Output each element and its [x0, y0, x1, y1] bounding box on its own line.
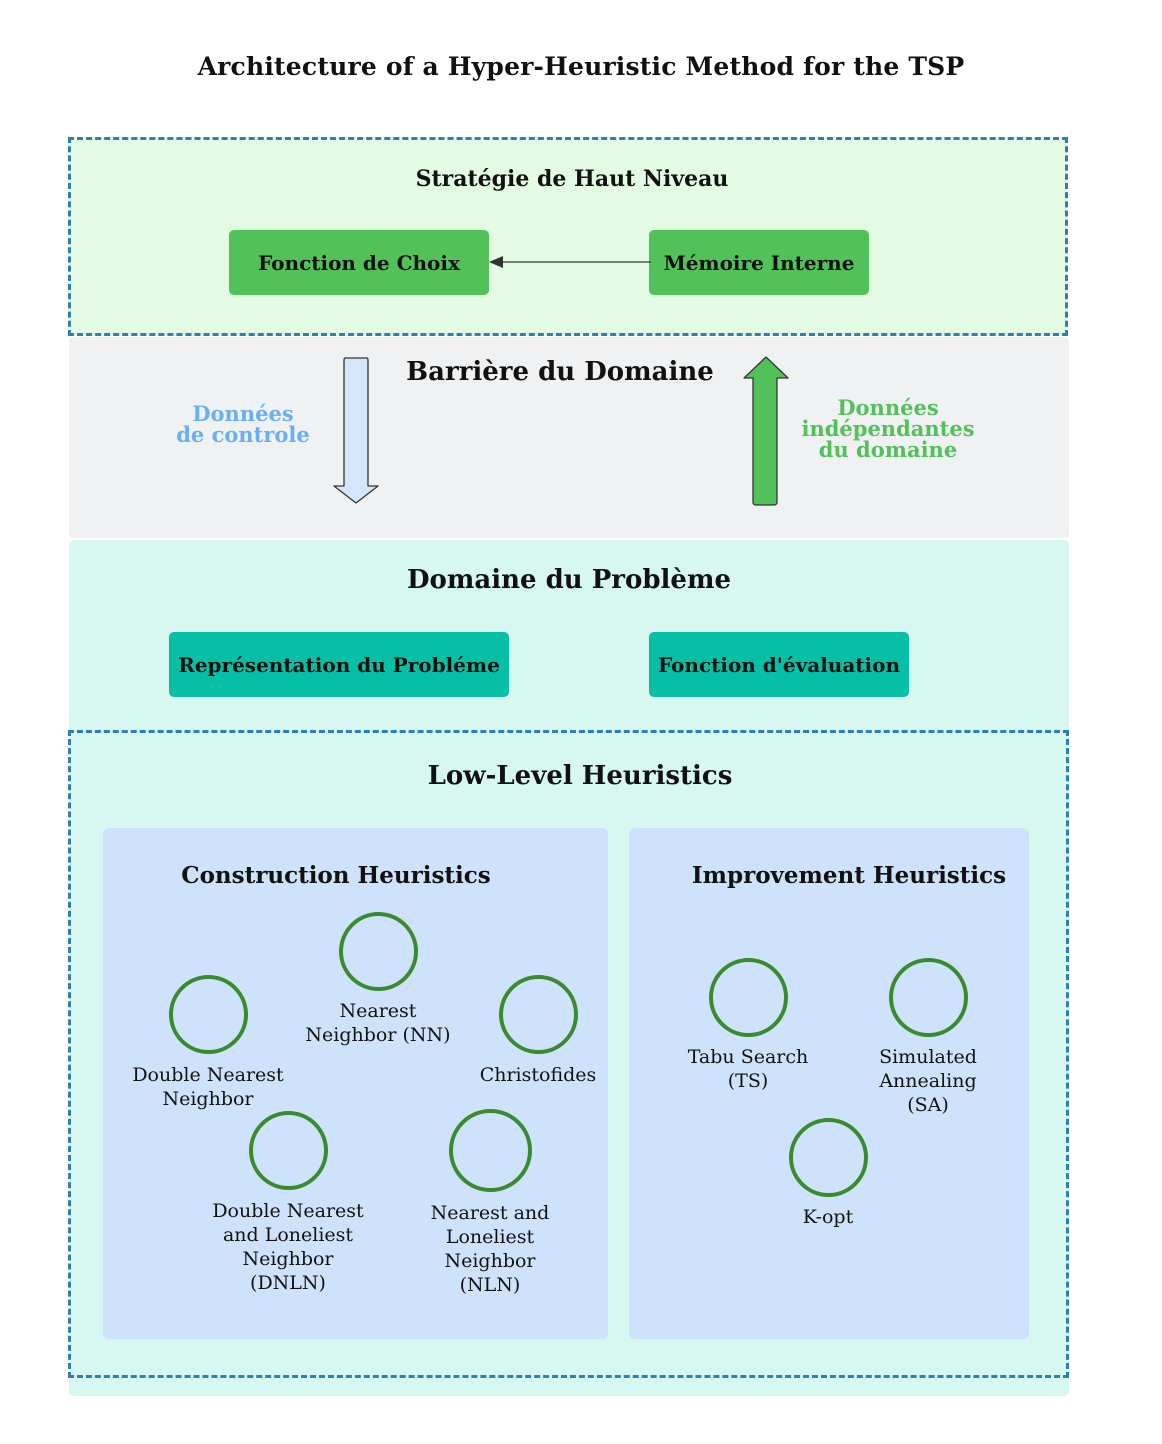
problem-representation-box: Représentation du Probléme	[169, 632, 509, 697]
strategy-title: Stratégie de Haut Niveau	[415, 166, 729, 192]
k-opt-node-icon	[789, 1118, 868, 1197]
internal-memory-box: Mémoire Interne	[649, 230, 869, 295]
domain-barrier-section	[69, 337, 1069, 538]
independent-data-label: Données indépendantes du domaine	[801, 395, 975, 462]
diagram-title: Architecture of a Hyper-Heuristic Method…	[197, 52, 965, 81]
problem-domain-title: Domaine du Problème	[407, 565, 731, 595]
improvement-heuristics-group	[629, 828, 1029, 1339]
control-data-down-arrow	[333, 357, 379, 504]
simulated-annealing-label: Simulated Annealing (SA)	[879, 1046, 977, 1116]
barrier-title: Barrière du Domaine	[406, 357, 714, 387]
nln-node-icon	[449, 1109, 532, 1192]
low-level-heuristics-title: Low-Level Heuristics	[427, 761, 733, 791]
choice-function-box: Fonction de Choix	[229, 230, 489, 295]
memory-to-choice-arrow	[489, 256, 651, 268]
dnn-label: Double Nearest Neighbor	[132, 1064, 284, 1110]
tabu-search-node-icon	[709, 958, 788, 1037]
tabu-search-label: Tabu Search (TS)	[687, 1046, 809, 1092]
low-level-heuristics-section	[68, 730, 1069, 1378]
dnln-label: Double Nearest and Loneliest Neighbor (D…	[212, 1200, 364, 1294]
dnn-node-icon	[169, 975, 248, 1054]
construction-heuristics-title: Construction Heuristics	[181, 862, 491, 889]
control-data-label: Données de controle	[176, 401, 310, 447]
dnln-node-icon	[249, 1111, 328, 1190]
nn-node-icon	[339, 912, 418, 991]
christofides-node-icon	[499, 975, 578, 1054]
improvement-heuristics-title: Improvement Heuristics	[691, 862, 1007, 889]
k-opt-label: K-opt	[802, 1206, 854, 1228]
simulated-annealing-node-icon	[889, 958, 968, 1037]
nn-label: Nearest Neighbor (NN)	[305, 1000, 451, 1046]
construction-heuristics-group	[103, 828, 608, 1339]
evaluation-function-box: Fonction d'évaluation	[649, 632, 909, 697]
independent-data-up-arrow	[743, 356, 789, 506]
nln-label: Nearest and Loneliest Neighbor (NLN)	[430, 1202, 550, 1296]
christofides-label: Christofides	[479, 1064, 597, 1086]
